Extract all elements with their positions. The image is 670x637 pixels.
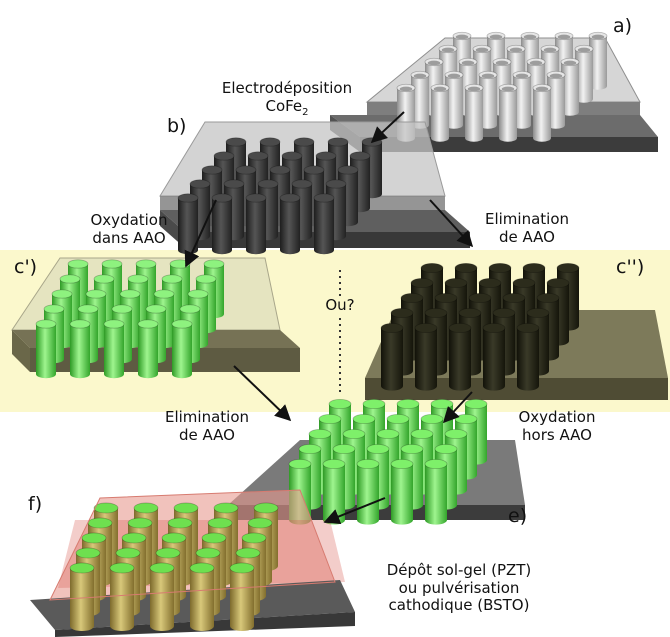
nanowire-cylinder	[512, 70, 532, 129]
nanowire-cylinder	[313, 193, 335, 255]
nanowire-cylinder	[69, 319, 91, 379]
nanowire-cylinder	[482, 322, 506, 391]
arrow-b-to-c2	[429, 199, 474, 248]
panel-b-filled-template	[159, 121, 470, 255]
step-electrodeposition-line2: CoFe2	[212, 96, 362, 119]
nanowire-cylinder	[137, 319, 159, 379]
step-deposition: Dépôt sol-gel (PZT) ou pulvérisation cat…	[376, 561, 542, 615]
step-deposition-line2: ou pulvérisation	[398, 578, 520, 597]
step-electrodeposition-line1: Electrodéposition	[221, 79, 353, 97]
nanowire-cylinder	[279, 193, 301, 255]
nanowire-cylinder	[448, 322, 472, 391]
panel-e-green-nanowires	[288, 398, 488, 525]
panel-label-c2: c'')	[616, 256, 645, 278]
nanowire-cylinder	[588, 31, 608, 90]
step-oxidation-in-aao: Oxydation dans AAO	[74, 211, 184, 247]
step-oxidation-in-aao-line1: Oxydation	[90, 211, 168, 229]
nanowire-cylinder	[516, 322, 540, 391]
cofe-subscript: 2	[302, 106, 309, 118]
panel-c1-oxide-nanowires	[35, 259, 225, 379]
panel-label-c1: c')	[14, 256, 38, 278]
nanowire-cylinder	[171, 319, 193, 379]
panel-f-nanowires-in-matrix	[69, 502, 279, 632]
panel-c1-oxidised-in-aao	[11, 257, 300, 379]
step-oxidation-in-aao-line2: dans AAO	[92, 228, 166, 247]
nanowire-cylinder	[414, 322, 438, 391]
arrow-a-to-b	[370, 111, 405, 144]
nanowire-cylinder	[356, 458, 380, 525]
step-oxidation-out-aao-line1: Oxydation	[518, 408, 596, 426]
panel-b-cofe2-nanowires	[177, 137, 383, 255]
step-elimination-aao-top-line1: Elimination	[484, 210, 570, 228]
nanowire-cylinder	[149, 562, 175, 632]
nanowire-cylinder	[35, 319, 57, 379]
panel-label-b: b)	[167, 115, 187, 137]
step-elimination-aao-bottom-line2: de AAO	[178, 425, 235, 444]
nanowire-cylinder	[380, 322, 404, 391]
nanowire-cylinder	[444, 70, 464, 129]
panel-c2-cofe2-nanowires	[380, 262, 580, 391]
nanowire-cylinder	[430, 83, 450, 142]
step-deposition-line1: Dépôt sol-gel (PZT)	[386, 561, 532, 579]
nanowire-cylinder	[498, 83, 518, 142]
nanowire-cylinder	[103, 319, 125, 379]
panel-c2-freestanding-nanowires	[365, 262, 668, 400]
step-elimination-aao-top-line2: de AAO	[498, 227, 555, 246]
nanowire-cylinder	[560, 57, 580, 116]
panel-label-f: f)	[28, 493, 43, 515]
arrow-b-to-c1	[184, 199, 217, 268]
arrow-c2-to-e	[442, 391, 473, 424]
step-elimination-aao-top: Elimination de AAO	[472, 210, 582, 246]
nanowire-cylinder	[424, 458, 448, 525]
nanowire-cylinder	[177, 193, 199, 255]
panel-a-pores	[396, 31, 608, 142]
nanowire-cylinder	[189, 562, 215, 632]
cofe-formula: CoFe	[265, 96, 303, 115]
step-deposition-line3: cathodique (BSTO)	[388, 596, 530, 615]
panel-label-a: a)	[613, 15, 633, 37]
alternative-question: Ou?	[313, 296, 367, 315]
arrow-c1-to-e	[233, 365, 292, 422]
nanowire-cylinder	[109, 562, 135, 632]
step-oxidation-out-aao: Oxydation hors AAO	[502, 408, 612, 444]
nanowire-cylinder	[229, 562, 255, 632]
panel-e-oxide-nanowires	[228, 398, 525, 525]
arrow-e-to-f	[323, 497, 386, 525]
nanowire-cylinder	[546, 70, 566, 129]
nanowire-cylinder	[574, 44, 594, 103]
nanowire-cylinder	[245, 193, 267, 255]
nanowire-cylinder	[211, 193, 233, 255]
nanowire-cylinder	[532, 83, 552, 142]
nanowire-cylinder	[478, 70, 498, 129]
nanowire-cylinder	[390, 458, 414, 525]
step-elimination-aao-bottom: Elimination de AAO	[152, 408, 262, 444]
step-electrodeposition: Electrodéposition CoFe2	[212, 79, 362, 119]
panel-f-composite	[30, 489, 355, 637]
step-oxidation-out-aao-line2: hors AAO	[522, 425, 592, 444]
panel-label-e: e)	[508, 505, 528, 527]
nanowire-cylinder	[464, 83, 484, 142]
step-elimination-aao-bottom-line1: Elimination	[164, 408, 250, 426]
